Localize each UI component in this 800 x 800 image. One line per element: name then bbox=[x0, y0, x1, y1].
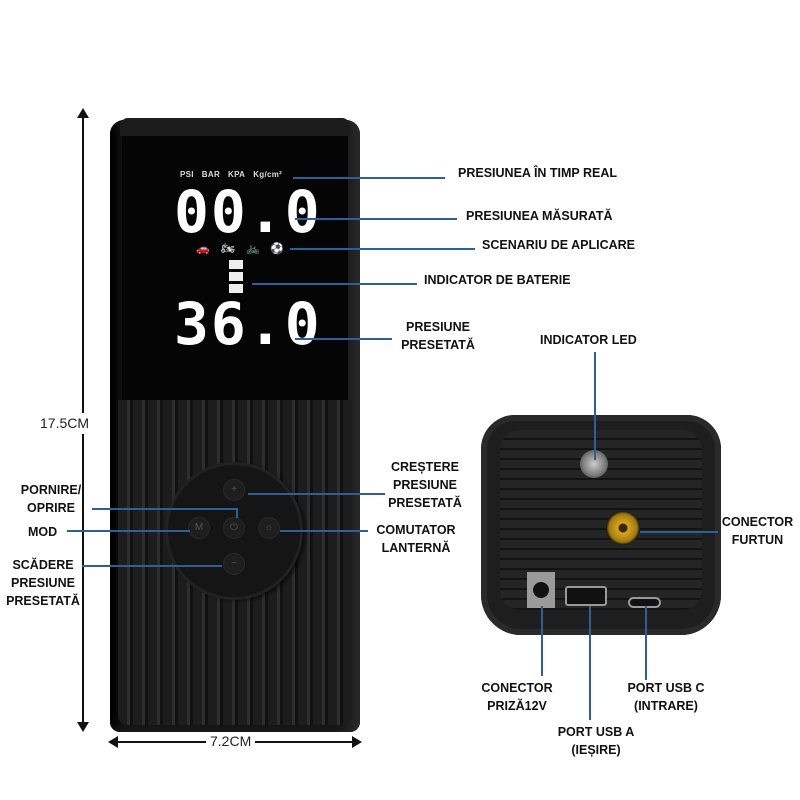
arrow-left-icon bbox=[108, 736, 118, 748]
label-usb-a: PORT USB A (IEȘIRE) bbox=[550, 723, 642, 759]
control-dial: + ⏻ M ☼ − bbox=[168, 465, 300, 597]
label-realtime-pressure: PRESIUNEA ÎN TIMP REAL bbox=[458, 166, 618, 180]
label-flashlight: COMUTATOR LANTERNĂ bbox=[370, 521, 462, 557]
leader-line bbox=[293, 177, 445, 179]
label-line: (INTRARE) bbox=[634, 699, 698, 713]
label-line: PRESIUNE bbox=[393, 478, 457, 492]
label-line: PRESETATĂ bbox=[388, 496, 462, 510]
unit-bar: BAR bbox=[201, 170, 221, 179]
arrow-up-icon bbox=[77, 108, 89, 118]
usb-a-port[interactable] bbox=[565, 586, 607, 606]
label-line: (IEȘIRE) bbox=[571, 743, 621, 757]
decrease-button[interactable]: − bbox=[223, 553, 245, 575]
increase-button[interactable]: + bbox=[223, 479, 245, 501]
leader-line bbox=[92, 508, 236, 510]
leader-line bbox=[290, 248, 475, 250]
width-label: 7.2CM bbox=[206, 733, 256, 750]
label-line: CREȘTERE bbox=[390, 460, 460, 474]
label-line: PRESIUNE bbox=[11, 576, 75, 590]
leader-line bbox=[236, 508, 238, 518]
leader-line bbox=[541, 606, 543, 676]
label-scenario: SCENARIU DE APLICARE bbox=[482, 238, 636, 252]
label-line: PORT USB C bbox=[627, 681, 705, 695]
leader-line bbox=[295, 338, 392, 340]
car-icon: 🚗 bbox=[196, 243, 210, 255]
label-hose-connector: CONECTOR FURTUN bbox=[715, 513, 800, 549]
label-line: SCĂDERE bbox=[12, 558, 74, 572]
mode-button[interactable]: M bbox=[188, 517, 210, 539]
motorcycle-icon: 🏍 bbox=[221, 243, 235, 255]
hose-connector[interactable] bbox=[606, 511, 640, 545]
label-line: PRESETATĂ bbox=[401, 338, 475, 352]
battery-bar bbox=[229, 260, 243, 269]
label-usb-c: PORT USB C (INTRARE) bbox=[620, 679, 712, 715]
flashlight-button[interactable]: ☼ bbox=[258, 517, 280, 539]
label-mode: MOD bbox=[28, 525, 58, 539]
label-power: PORNIRE/OPRIRE bbox=[10, 481, 92, 517]
label-battery: INDICATOR DE BATERIE bbox=[424, 273, 571, 287]
label-line: COMUTATOR bbox=[376, 523, 456, 537]
label-line: FURTUN bbox=[731, 533, 784, 547]
unit-kgcm2: Kg/cm² bbox=[253, 170, 283, 179]
label-line: CONECTOR bbox=[721, 515, 794, 529]
bicycle-icon: 🚲 bbox=[246, 243, 260, 255]
label-line: PRESETATĂ bbox=[6, 594, 80, 608]
leader-line bbox=[645, 606, 647, 680]
leader-line bbox=[594, 352, 596, 460]
leader-line bbox=[248, 493, 385, 495]
label-led: INDICATOR LED bbox=[540, 333, 637, 347]
leader-line bbox=[295, 218, 457, 220]
label-line: PORNIRE/ bbox=[20, 483, 82, 497]
label-line: PORT USB A bbox=[557, 725, 635, 739]
label-measured-pressure: PRESIUNEA MĂSURATĂ bbox=[466, 209, 613, 223]
dc-12v-port[interactable] bbox=[527, 572, 555, 608]
measured-pressure-readout: 00.0 bbox=[174, 178, 322, 246]
unit-labels: PSI BAR KPA Kg/cm² bbox=[180, 170, 290, 180]
leader-line bbox=[280, 530, 368, 532]
label-preset-pressure: PRESIUNE PRESETATĂ bbox=[398, 318, 478, 354]
unit-psi: PSI bbox=[180, 170, 194, 179]
leader-line bbox=[67, 530, 190, 532]
label-line: CONECTOR bbox=[481, 681, 553, 695]
leader-line bbox=[640, 531, 718, 533]
ball-icon: ⚽ bbox=[270, 243, 284, 255]
leader-line bbox=[589, 606, 591, 720]
arrow-down-icon bbox=[77, 722, 89, 732]
battery-bar bbox=[229, 272, 243, 281]
label-line: LANTERNĂ bbox=[381, 541, 451, 555]
label-line: PRIZĂ12V bbox=[487, 699, 547, 713]
usb-c-port[interactable] bbox=[628, 597, 661, 608]
pump-top-cap bbox=[120, 118, 350, 136]
leader-line bbox=[82, 565, 222, 567]
unit-kpa: KPA bbox=[228, 170, 246, 179]
label-dc-port: CONECTOR PRIZĂ12V bbox=[474, 679, 560, 715]
arrow-right-icon bbox=[352, 736, 362, 748]
power-button[interactable]: ⏻ bbox=[223, 517, 245, 539]
height-label: 17.5CM bbox=[40, 413, 90, 434]
label-decrease: SCĂDERE PRESIUNE PRESETATĂ bbox=[2, 556, 84, 610]
label-line: PRESIUNE bbox=[406, 320, 470, 334]
battery-bar bbox=[229, 284, 243, 293]
leader-line bbox=[252, 283, 417, 285]
label-increase: CREȘTERE PRESIUNE PRESETATĂ bbox=[385, 458, 465, 512]
label-line: OPRIRE bbox=[27, 501, 75, 515]
preset-pressure-readout: 36.0 bbox=[174, 290, 322, 358]
